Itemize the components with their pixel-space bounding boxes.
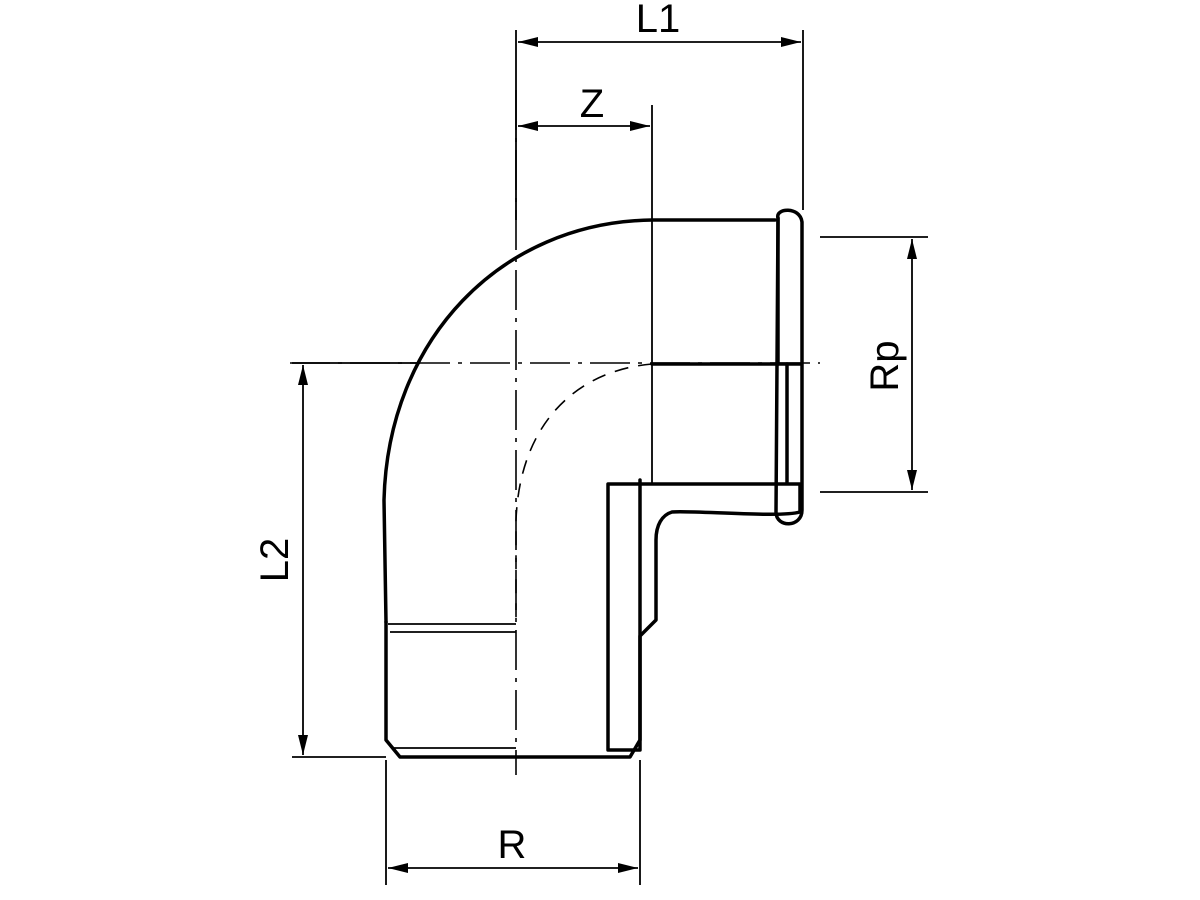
- rp-label: Rp: [863, 340, 907, 391]
- l1-label: L1: [636, 0, 681, 41]
- dimension-r: R: [385, 760, 641, 885]
- male-thread-end: [384, 478, 642, 759]
- dimension-l2: L2: [253, 362, 420, 758]
- r-label: R: [498, 823, 527, 867]
- dimension-rp: Rp: [820, 236, 928, 493]
- outer-contour: [382, 218, 777, 624]
- socket-bead: [774, 208, 804, 526]
- female-bore-hidden: [515, 363, 653, 620]
- section-wall: [606, 482, 802, 752]
- elbow-body: [290, 90, 820, 775]
- l2-label: L2: [253, 538, 297, 583]
- dimension-l1: L1: [515, 0, 804, 220]
- z-label: Z: [580, 82, 604, 126]
- dimension-z: Z: [518, 82, 650, 131]
